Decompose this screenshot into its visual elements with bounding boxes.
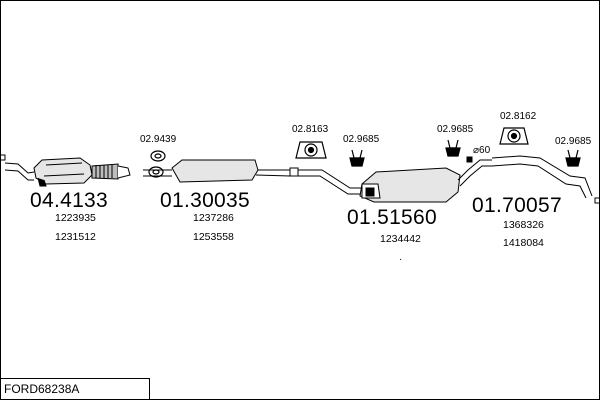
fitting-label: 02.9685 [343,134,380,145]
part-number-tail-pipe: 01.70057 [472,194,562,217]
fitting-label: 02.8163 [292,124,329,135]
hanger-02-9685-a [349,149,365,167]
hanger-02-9685-b [445,139,461,157]
diagram-code: FORD68238A [0,378,150,399]
diameter-label: ⌀60 [473,145,491,156]
ref-number: 1368326 [503,219,544,231]
tail-pipe [491,155,593,199]
ref-number: 1418084 [503,237,544,249]
ref-number: 1237286 [193,212,234,224]
part-number-middle-silencer: 01.30035 [160,189,250,212]
part-number-rear-silencer: 01.51560 [347,206,437,229]
ref-number: 1253558 [193,231,234,243]
dot-mark: · [399,254,403,265]
rubber-mount-02-8162 [499,127,529,145]
fitting-label: 02.9685 [437,124,474,135]
hanger-02-9685-c [565,149,581,167]
left-marker [0,154,6,161]
fitting-label: 02.8162 [500,111,537,122]
rear-silencer [359,159,492,203]
catalytic-converter [4,157,131,187]
fitting-label: 02.9685 [555,136,592,147]
ref-number: 1223935 [55,212,96,224]
clamp-icon [466,156,473,163]
right-marker [594,197,600,204]
ref-number: 1231512 [55,231,96,243]
gasket-ring-02-9439 [148,150,166,178]
connecting-pipe [298,169,362,195]
part-number-converter: 04.4133 [30,189,109,212]
rubber-mount-02-8163 [295,141,327,159]
fitting-label: 02.9439 [140,134,177,145]
ref-number: 1234442 [380,233,421,245]
middle-silencer [143,159,299,183]
